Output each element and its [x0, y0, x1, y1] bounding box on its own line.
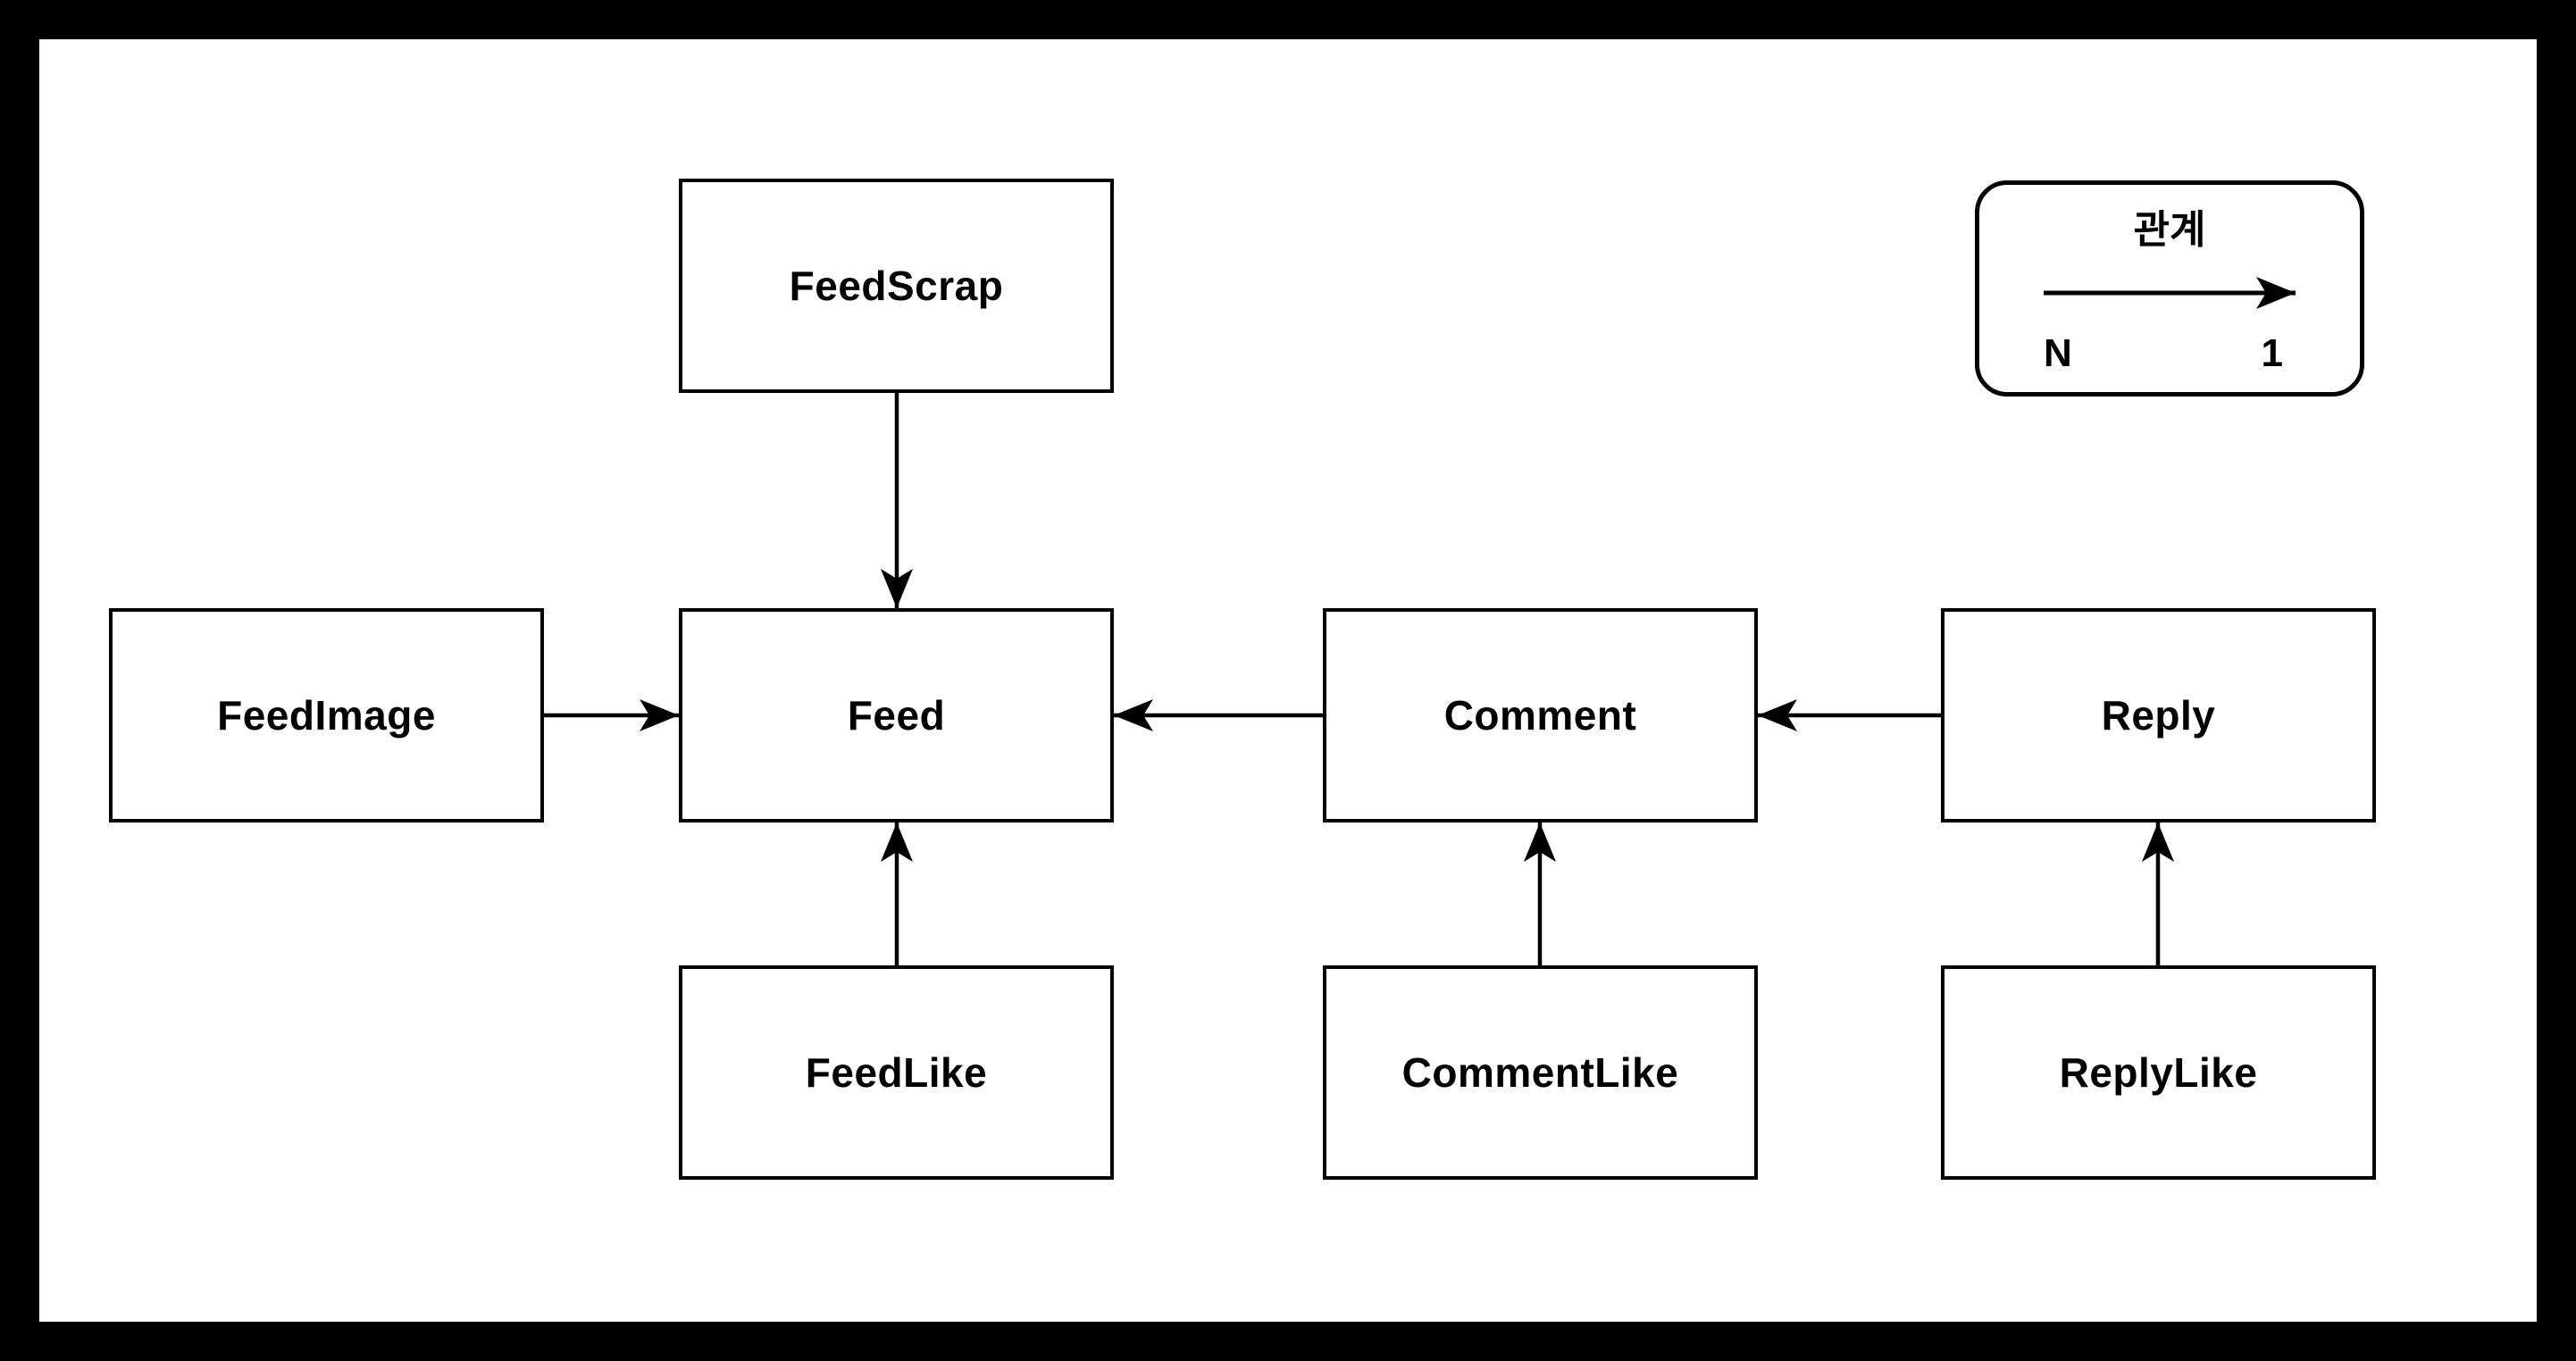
entity-label: CommentLike: [1401, 1049, 1679, 1096]
entity-label: FeedImage: [217, 692, 436, 739]
entity-label: FeedScrap: [789, 263, 1004, 309]
diagram-canvas: FeedScrap FeedImage Feed Comment Reply F…: [39, 39, 2537, 1322]
entity-box-feedimage: FeedImage: [109, 608, 544, 822]
legend-1-label: 1: [2261, 331, 2283, 375]
entity-box-commentlike: CommentLike: [1323, 965, 1758, 1180]
entity-box-replylike: ReplyLike: [1941, 965, 2376, 1180]
entity-box-feed: Feed: [679, 608, 1114, 822]
legend-n-label: N: [2044, 331, 2072, 375]
legend-arrow-icon: [2044, 277, 2296, 309]
entity-label: Feed: [847, 692, 946, 739]
legend-arrow-row: [1979, 275, 2360, 311]
entity-box-feedscrap: FeedScrap: [679, 179, 1114, 393]
legend-title: 관계: [2133, 208, 2206, 252]
entity-label: Comment: [1443, 692, 1637, 739]
entity-box-comment: Comment: [1323, 608, 1758, 822]
legend-box: 관계 N 1: [1975, 180, 2364, 397]
entity-box-reply: Reply: [1941, 608, 2376, 822]
relationship-arrows-layer: [544, 391, 2174, 965]
entity-box-feedlike: FeedLike: [679, 965, 1114, 1180]
legend-cardinality-labels: N 1: [1979, 331, 2360, 376]
entity-label: ReplyLike: [2059, 1049, 2258, 1096]
entity-label: Reply: [2101, 692, 2216, 739]
entity-label: FeedLike: [805, 1049, 988, 1096]
